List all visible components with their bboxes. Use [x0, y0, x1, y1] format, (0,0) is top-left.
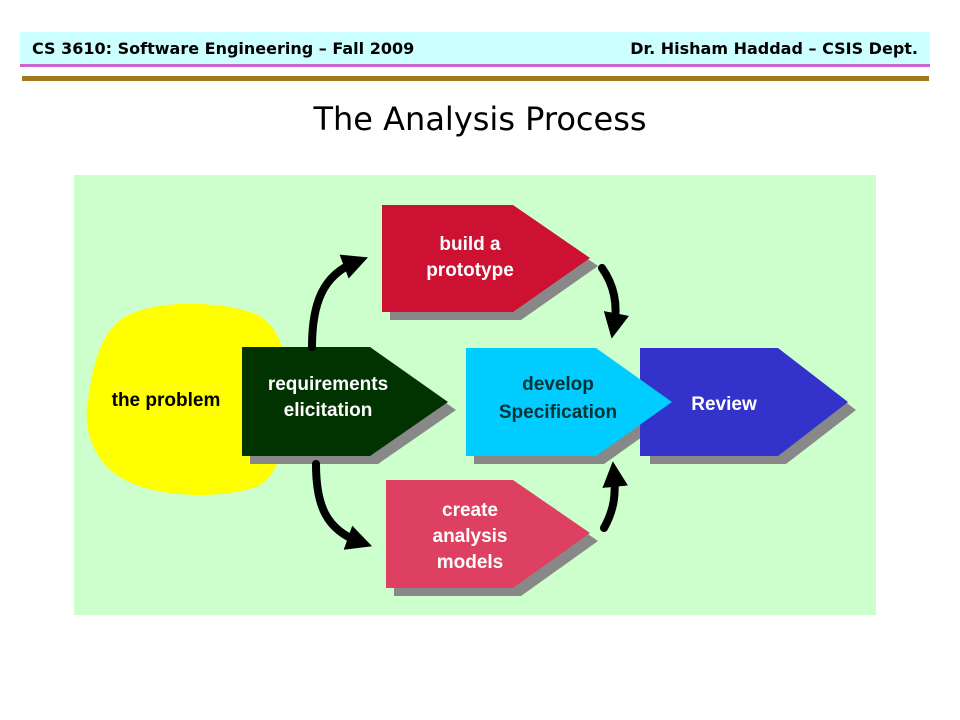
review-shape — [640, 348, 848, 456]
prototype-label-line2: prototype — [426, 260, 514, 281]
specification-label-line2: Specification — [499, 402, 617, 423]
specification-label-line1: develop — [522, 374, 594, 395]
problem-blob — [86, 303, 289, 496]
problem-label: the problem — [112, 390, 221, 411]
slide-title: The Analysis Process — [313, 100, 647, 138]
prototype-label-line1: build a — [439, 234, 501, 255]
specification-shape — [466, 348, 672, 456]
header-rule — [22, 76, 929, 81]
header-band: CS 3610: Software Engineering – Fall 200… — [20, 32, 930, 67]
arrow-elicitation-to-models — [312, 460, 373, 550]
models-shape — [386, 480, 590, 588]
models-label-line2: analysis — [433, 526, 508, 547]
prototype-shape — [382, 205, 590, 312]
instructor-info: Dr. Hisham Haddad – CSIS Dept. — [630, 39, 918, 58]
course-title: CS 3610: Software Engineering – Fall 200… — [32, 39, 415, 58]
elicitation-label-line1: requirements — [268, 374, 388, 395]
elicitation-shape — [242, 347, 448, 456]
review-label: Review — [691, 394, 757, 415]
models-label-line3: models — [437, 552, 504, 573]
models-label-line1: create — [442, 500, 498, 521]
elicitation-label-line2: elicitation — [284, 400, 373, 421]
arrow-prototype-to-specification — [598, 264, 629, 339]
arrow-elicitation-to-prototype — [308, 254, 368, 351]
arrow-models-to-specification — [600, 461, 628, 532]
